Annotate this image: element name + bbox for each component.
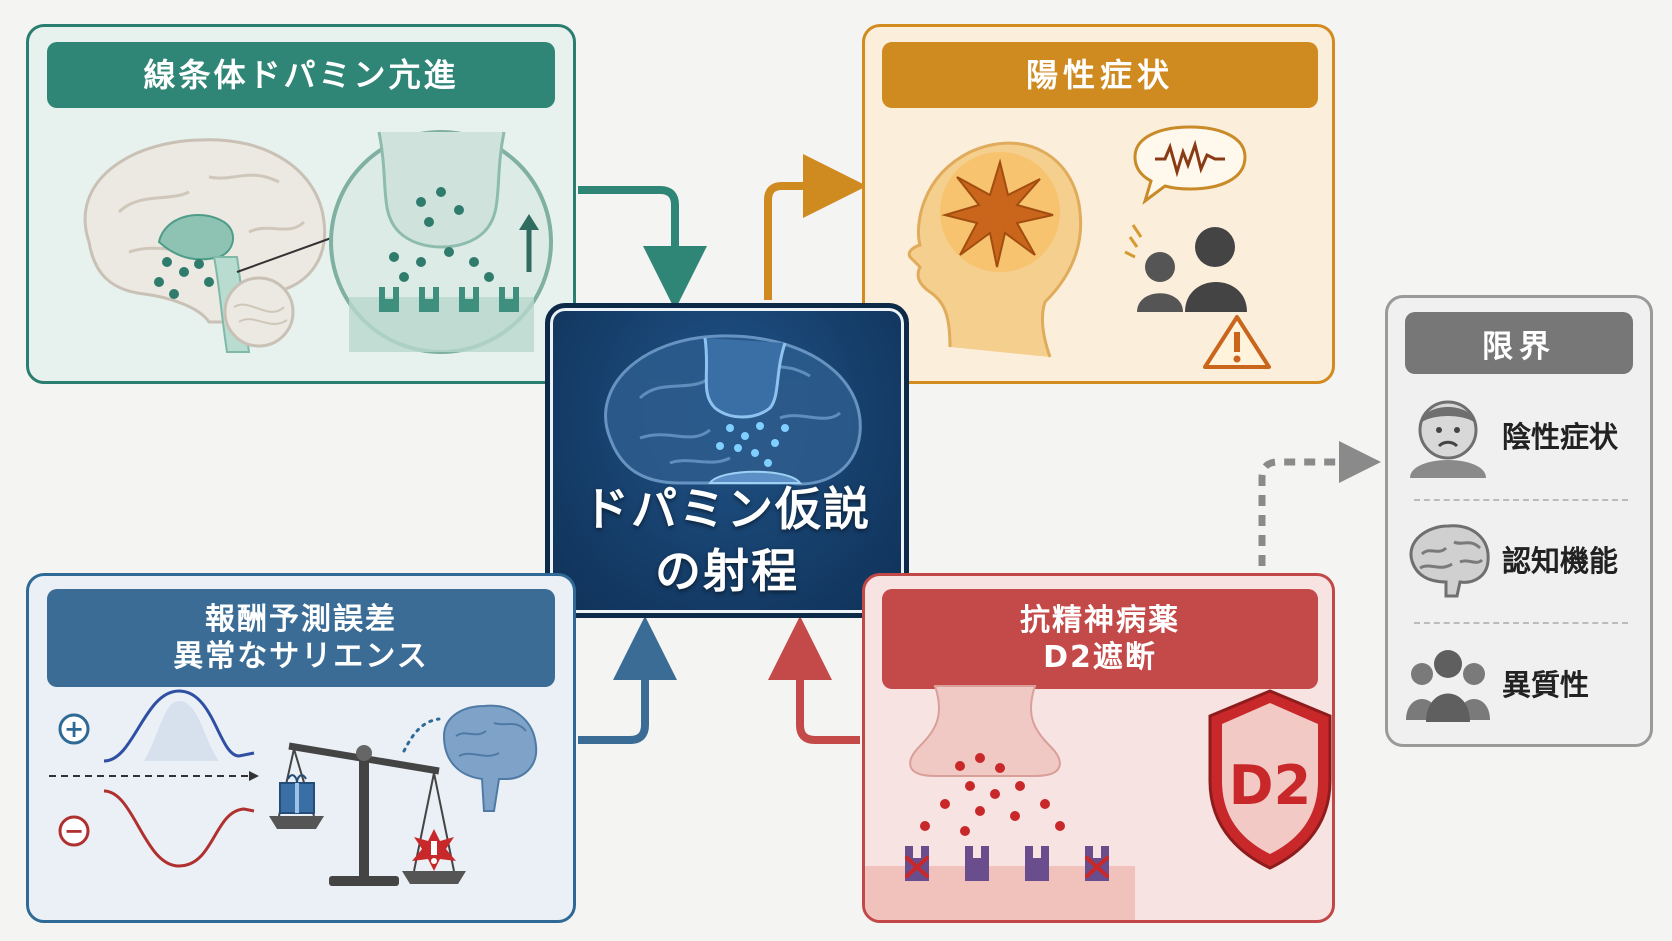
- people-icon: [1406, 650, 1490, 722]
- reward-prediction-error-title: 報酬予測誤差 異常なサリエンス: [47, 589, 555, 687]
- positive-symptoms-card: 陽性症状: [862, 24, 1335, 384]
- reward-prediction-error-card: 報酬予測誤差 異常なサリエンス + −: [26, 573, 576, 923]
- limitation-label: 陰性症状: [1502, 420, 1619, 454]
- synapse-blockade-icon: [865, 685, 1135, 920]
- arrow-antipsychotic-to-center: [768, 616, 860, 744]
- antipsychotic-d2-blockade-card: 抗精神病薬 D2遮断: [862, 573, 1335, 923]
- plus-sign-icon: +: [64, 715, 84, 743]
- prediction-error-curves: + −: [49, 689, 259, 868]
- d2-shield-icon: D2: [1208, 689, 1332, 870]
- limitation-item-heterogeneity: 異質性: [1402, 628, 1638, 738]
- minus-sign-icon: −: [64, 817, 84, 845]
- striatal-dopamine-title: 線条体ドパミン亢進: [47, 42, 555, 108]
- limitation-label: 異質性: [1502, 668, 1590, 702]
- positive-symptoms-illustration: [907, 125, 1271, 369]
- brain-icon: [1409, 524, 1490, 598]
- people-whispering-icon: [1124, 224, 1247, 312]
- d2-blockade-illustration: D2: [865, 685, 1332, 920]
- striatum-illustration: [83, 130, 553, 354]
- reward-illustration: + −: [49, 689, 538, 886]
- limitation-item-cognitive-function: 認知機能: [1402, 504, 1638, 614]
- divider: [1414, 622, 1628, 624]
- arrow-striatal-to-center: [578, 186, 707, 310]
- limitations-title: 限界: [1405, 312, 1633, 374]
- sad-face-icon: [1410, 400, 1486, 478]
- limitation-label: 認知機能: [1502, 544, 1619, 578]
- positive-symptoms-title: 陽性症状: [882, 42, 1318, 108]
- limitations-card: 限界 陰性症状 認知機能 異質性: [1385, 295, 1653, 747]
- sagittal-brain-icon: [83, 138, 335, 353]
- brain-side-icon: [402, 704, 538, 812]
- balance-scale-icon: [269, 742, 466, 886]
- glowing-brain-synapse-icon: [604, 334, 862, 486]
- striatal-dopamine-card: 線条体ドパミン亢進: [26, 24, 576, 384]
- arrow-center-to-positive: [764, 154, 867, 300]
- warning-icon: [1203, 315, 1271, 369]
- arrow-reward-to-center: [578, 616, 677, 744]
- limitation-item-negative-symptoms: 陰性症状: [1402, 380, 1638, 490]
- synapse-zoom-icon: [329, 130, 553, 354]
- dopamine-hypothesis-scope-box: ドパミン仮説 の射程: [545, 303, 909, 618]
- head-profile-icon: [907, 141, 1083, 358]
- speech-bubble-icon: [1133, 125, 1247, 205]
- antipsychotic-d2-blockade-title: 抗精神病薬 D2遮断: [882, 589, 1318, 689]
- divider: [1414, 499, 1628, 501]
- center-title: ドパミン仮説 の射程: [583, 482, 871, 599]
- d2-shield-label: D2: [1229, 754, 1311, 817]
- arrow-antipsychotic-to-limits: [1258, 441, 1381, 566]
